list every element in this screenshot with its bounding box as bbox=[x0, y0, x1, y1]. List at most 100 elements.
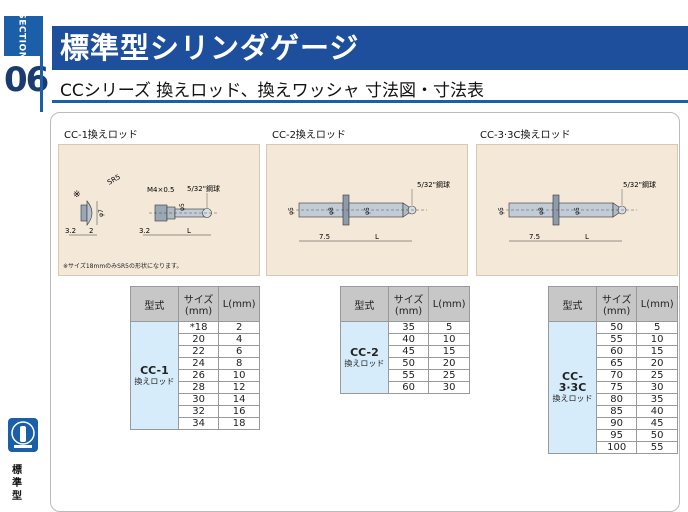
table-cell: 8 bbox=[218, 357, 260, 370]
table-cell: 20 bbox=[636, 357, 678, 370]
label-thread: M4×0.5 bbox=[147, 186, 175, 194]
label-L-cc2: L bbox=[375, 233, 379, 241]
table-header-cell: サイズ(mm) bbox=[595, 286, 638, 322]
table-cell: 40 bbox=[636, 405, 678, 418]
diagram-panel-cc1: ※ SR5 φ7 3.2 2 M4×0.5 5/32"鋼球 φ5 3.2 L ※… bbox=[58, 144, 260, 276]
rod-drawing-cc1: ※ SR5 φ7 3.2 2 M4×0.5 5/32"鋼球 φ5 3.2 L bbox=[65, 173, 220, 236]
side-category-label: 標準型 bbox=[12, 465, 22, 502]
table-cell: 60 bbox=[595, 345, 638, 358]
table-cell: 24 bbox=[177, 357, 220, 370]
table-header-cell: 型式 bbox=[340, 286, 389, 322]
label-d5-left-cc3: φ5 bbox=[498, 207, 505, 215]
label-dim-7-5-cc3: 7.5 bbox=[529, 233, 540, 241]
table-cell: 4 bbox=[218, 333, 260, 346]
table-cell: 30 bbox=[428, 381, 470, 394]
table-cell: 45 bbox=[387, 345, 430, 358]
table-cell: 35 bbox=[387, 321, 430, 334]
label-d5-cc1: φ5 bbox=[179, 203, 186, 211]
table-cell: 30 bbox=[177, 393, 220, 406]
table-cell: 50 bbox=[636, 429, 678, 442]
diagram-caption-cc2: CC-2換えロッド bbox=[272, 130, 346, 141]
table-cell: 55 bbox=[387, 369, 430, 382]
table-cell: 60 bbox=[387, 381, 430, 394]
gauge-icon bbox=[8, 418, 38, 452]
table-cell: 95 bbox=[595, 429, 638, 442]
label-ball-cc3: 5/32"鋼球 bbox=[623, 180, 656, 189]
table-cell: 80 bbox=[595, 393, 638, 406]
table-cell: 55 bbox=[636, 441, 678, 454]
rod-drawing-cc3: 5/32"鋼球 φ5 φ8 φ5 7.5 L bbox=[498, 180, 656, 242]
table-cell: 25 bbox=[636, 369, 678, 382]
label-d7: φ7 bbox=[98, 209, 105, 217]
table-cell: 16 bbox=[218, 405, 260, 418]
table-header-cell: サイズ(mm) bbox=[177, 286, 220, 322]
section-label: SECTION bbox=[4, 12, 40, 60]
table-cell: 55 bbox=[595, 333, 638, 346]
table-cell: 75 bbox=[595, 381, 638, 394]
table-cell: 18 bbox=[218, 417, 260, 430]
diagram-panel-cc3: 5/32"鋼球 φ5 φ8 φ5 7.5 L bbox=[476, 144, 678, 276]
table-cell: 6 bbox=[218, 345, 260, 358]
label-L-cc1: L bbox=[187, 227, 191, 235]
label-d8-cc3: φ8 bbox=[538, 207, 545, 215]
label-d5-right-cc2: φ5 bbox=[364, 207, 371, 215]
label-dim-3-2b: 3.2 bbox=[139, 227, 150, 235]
table-cell: 35 bbox=[636, 393, 678, 406]
title-bar bbox=[52, 26, 688, 70]
table-cell: 90 bbox=[595, 417, 638, 430]
table-cell: 12 bbox=[218, 381, 260, 394]
table-cell: 65 bbox=[595, 357, 638, 370]
page-title: 標準型シリンダゲージ bbox=[60, 31, 360, 65]
diagram-caption-cc1: CC-1換えロッド bbox=[64, 130, 138, 141]
table-cell: 2 bbox=[218, 321, 260, 334]
table-cell: 20 bbox=[177, 333, 220, 346]
table-header-row: 型式サイズ(mm)L(mm) bbox=[130, 286, 260, 322]
rod-drawing-cc2: 5/32"鋼球 φ5 φ8 φ5 7.5 L bbox=[288, 180, 450, 242]
label-d8-cc2: φ8 bbox=[328, 207, 335, 215]
table-header-row: 型式サイズ(mm)L(mm) bbox=[340, 286, 470, 322]
table-cell: 34 bbox=[177, 417, 220, 430]
table-header-cell: L(mm) bbox=[218, 286, 260, 322]
table-cell: 70 bbox=[595, 369, 638, 382]
diagram-note: ※サイズ18mmのみSR5の形状になります。 bbox=[63, 263, 183, 270]
table-cell: 30 bbox=[636, 381, 678, 394]
label-ball-cc2: 5/32"鋼球 bbox=[417, 180, 450, 189]
table-header-cell: 型式 bbox=[130, 286, 179, 322]
table-cell: 10 bbox=[428, 333, 470, 346]
table-header-row: 型式サイズ(mm)L(mm) bbox=[548, 286, 678, 322]
table-header-cell: サイズ(mm) bbox=[387, 286, 430, 322]
diagram-panel-cc2: 5/32"鋼球 φ5 φ8 φ5 7.5 L bbox=[266, 144, 468, 276]
table-cell: 50 bbox=[387, 357, 430, 370]
label-d5-left-cc2: φ5 bbox=[288, 207, 295, 215]
table-cell: 22 bbox=[177, 345, 220, 358]
table-cell: 5 bbox=[636, 321, 678, 334]
table-cell: 14 bbox=[218, 393, 260, 406]
table-cell: 20 bbox=[428, 357, 470, 370]
table-cell: 10 bbox=[636, 333, 678, 346]
table-cell: *18 bbox=[177, 321, 220, 334]
table-cell: 50 bbox=[595, 321, 638, 334]
section-number: 06 bbox=[4, 60, 49, 100]
table-cell: 5 bbox=[428, 321, 470, 334]
table-cell: 25 bbox=[428, 369, 470, 382]
table-cell: 10 bbox=[218, 369, 260, 382]
table-cell: 85 bbox=[595, 405, 638, 418]
label-sr5: SR5 bbox=[106, 173, 122, 187]
